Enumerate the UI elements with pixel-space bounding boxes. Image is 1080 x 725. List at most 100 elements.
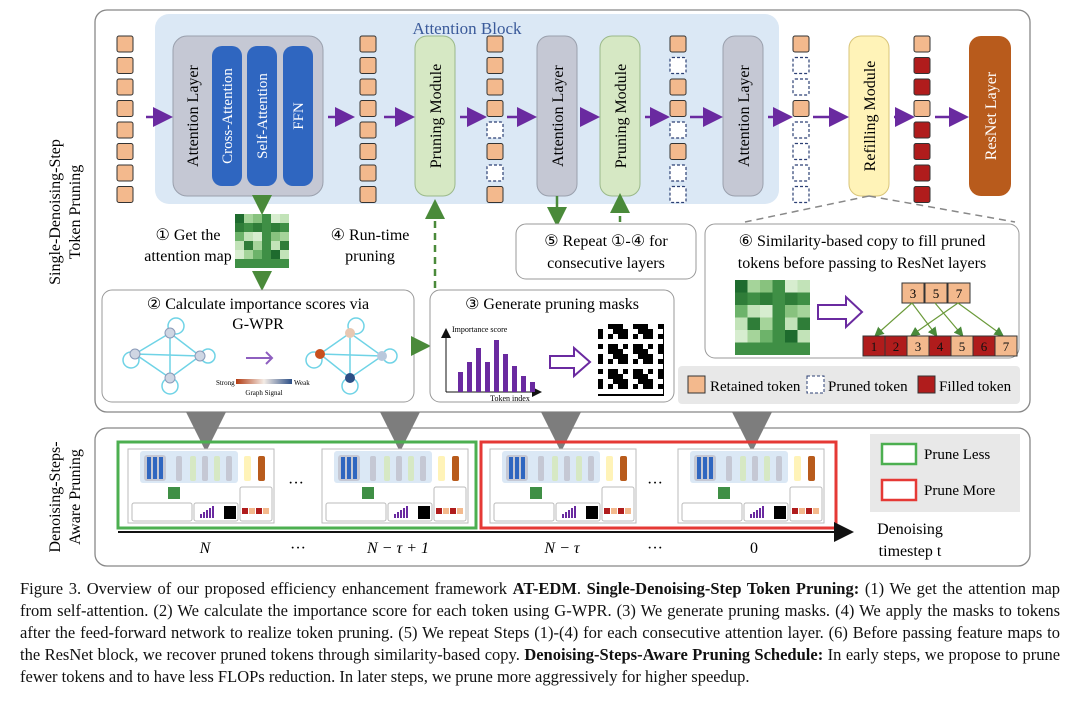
importance-bar <box>485 362 490 392</box>
mask-cell <box>648 339 653 344</box>
prune-less-frame <box>116 440 478 530</box>
mask-cell <box>628 389 633 394</box>
copy-retained-token <box>994 335 1018 357</box>
retained-token <box>486 35 504 53</box>
pruned-token <box>792 121 810 139</box>
attention-cell <box>271 223 280 232</box>
attention-cell <box>735 330 748 343</box>
filled-token <box>913 121 931 139</box>
attention-cell <box>797 292 810 305</box>
attention-cell <box>280 214 289 223</box>
importance-bar <box>503 354 508 392</box>
mask-cell <box>598 389 603 394</box>
importance-bars <box>458 340 535 392</box>
prune-less-swatch <box>880 442 918 466</box>
prune-more-label: Prune More <box>924 483 996 499</box>
attention-cell <box>772 305 785 318</box>
retained-token <box>359 100 377 117</box>
importance-bar <box>521 376 526 392</box>
mask-cell <box>623 389 628 394</box>
importance-bar <box>467 362 472 392</box>
mask-cell <box>598 324 603 329</box>
mask-cell <box>653 374 658 379</box>
mask-cell <box>598 339 603 344</box>
retained-token <box>486 78 504 96</box>
token-index-label: Token index <box>490 394 530 403</box>
pruned-token <box>792 78 810 96</box>
mask-cell <box>648 364 653 369</box>
attention-cell <box>280 250 289 259</box>
mask-cell <box>628 369 633 374</box>
mask-cell <box>653 344 658 349</box>
mask-cell <box>613 364 618 369</box>
mask-cell <box>613 359 618 364</box>
tick-dots-2: ··· <box>647 540 663 557</box>
graph-before-nodes <box>129 327 206 384</box>
prune-less-label: Prune Less <box>924 447 990 463</box>
filled-token <box>913 57 931 74</box>
self-attention-label: Self-Attention <box>255 73 271 159</box>
pruned-token <box>792 185 810 204</box>
attention-cell <box>235 232 244 241</box>
mask-cell <box>603 334 608 339</box>
pruned-token <box>792 56 810 75</box>
mask-cell <box>638 364 643 369</box>
copy-source-token-label: 7 <box>956 286 963 301</box>
attention-cell <box>271 259 280 268</box>
attention-cell <box>262 241 271 250</box>
attention-cell <box>280 232 289 241</box>
mask-cell <box>613 389 618 394</box>
attention-cell <box>772 317 785 330</box>
mask-cell <box>638 389 643 394</box>
framework-thumbnail <box>321 448 469 524</box>
retained-token <box>116 35 134 53</box>
legend-pruned-label: Pruned token <box>828 379 908 395</box>
attention-cell <box>797 330 810 343</box>
graph-transform-arrow <box>246 351 274 365</box>
retained-token <box>116 121 134 139</box>
step5-line2: consecutive layers <box>547 255 665 272</box>
mask-cell <box>648 349 653 354</box>
attention-cell <box>772 342 785 355</box>
mask-cell <box>618 369 623 374</box>
attention-cell <box>235 223 244 232</box>
attention-cell <box>280 241 289 250</box>
attention-cell <box>244 214 253 223</box>
mask-cell <box>618 364 623 369</box>
mask-cell <box>623 339 628 344</box>
pruned-token <box>486 164 504 182</box>
mask-cell <box>658 329 663 334</box>
attention-layer-2-label: Attention Layer <box>550 64 567 166</box>
attention-cell <box>747 317 760 330</box>
mask-cell <box>628 324 633 329</box>
retained-token <box>359 186 377 203</box>
caption-part1-text: (1) We get the attention map from self-a… <box>20 579 1061 664</box>
mask-cell <box>658 379 663 384</box>
mask-cell <box>633 379 638 384</box>
attention-cell <box>235 250 244 259</box>
attention-cell <box>760 317 773 330</box>
attention-cell <box>735 317 748 330</box>
mask-cell <box>603 379 608 384</box>
attention-cell <box>235 241 244 250</box>
attention-cell <box>235 259 244 268</box>
pruned-token <box>669 185 687 204</box>
mask-cell <box>628 379 633 384</box>
graph-signal-label: Graph Signal <box>245 389 282 397</box>
mask-cell <box>638 359 643 364</box>
attention-cell <box>262 259 271 268</box>
side-label-bottom-1: Denoising-Steps- <box>47 441 64 552</box>
mask-cell <box>608 389 613 394</box>
framework-diagram: Single-Denoising-Step Token Pruning Deno… <box>47 9 1031 567</box>
pruned-token <box>486 121 504 139</box>
mask-cell <box>658 364 663 369</box>
resnet-layer <box>969 36 1011 196</box>
mask-cell <box>643 344 648 349</box>
legend-filled-swatch <box>917 375 936 394</box>
attention-cell <box>271 232 280 241</box>
attention-cell <box>785 280 798 293</box>
mask-cell <box>628 334 633 339</box>
attention-cell <box>244 250 253 259</box>
mask-cell <box>653 324 658 329</box>
